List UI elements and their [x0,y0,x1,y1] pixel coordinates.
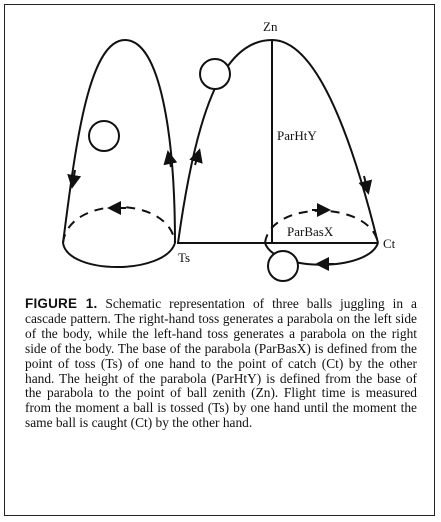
arrow-right-parabola-up [195,155,198,165]
figure-label: FIGURE 1. [25,296,97,311]
arrow-right-parabola-down [364,176,367,188]
ball-left [89,121,119,151]
figure-caption: FIGURE 1. Schematic representation of th… [25,297,417,431]
label-toss: Ts [178,250,190,265]
cascade-diagram: Zn ParHtY ParBasX Ts Ct [0,0,441,300]
ball-bottom [268,251,298,281]
ball-right-top [200,59,230,89]
left-base-back [63,207,175,243]
left-base-front [63,243,175,267]
label-base: ParBasX [287,224,334,239]
label-height: ParHtY [277,128,317,143]
caption-text: Schematic representation of three balls … [25,296,417,430]
label-catch: Ct [383,236,396,251]
label-zenith: Zn [263,19,278,34]
